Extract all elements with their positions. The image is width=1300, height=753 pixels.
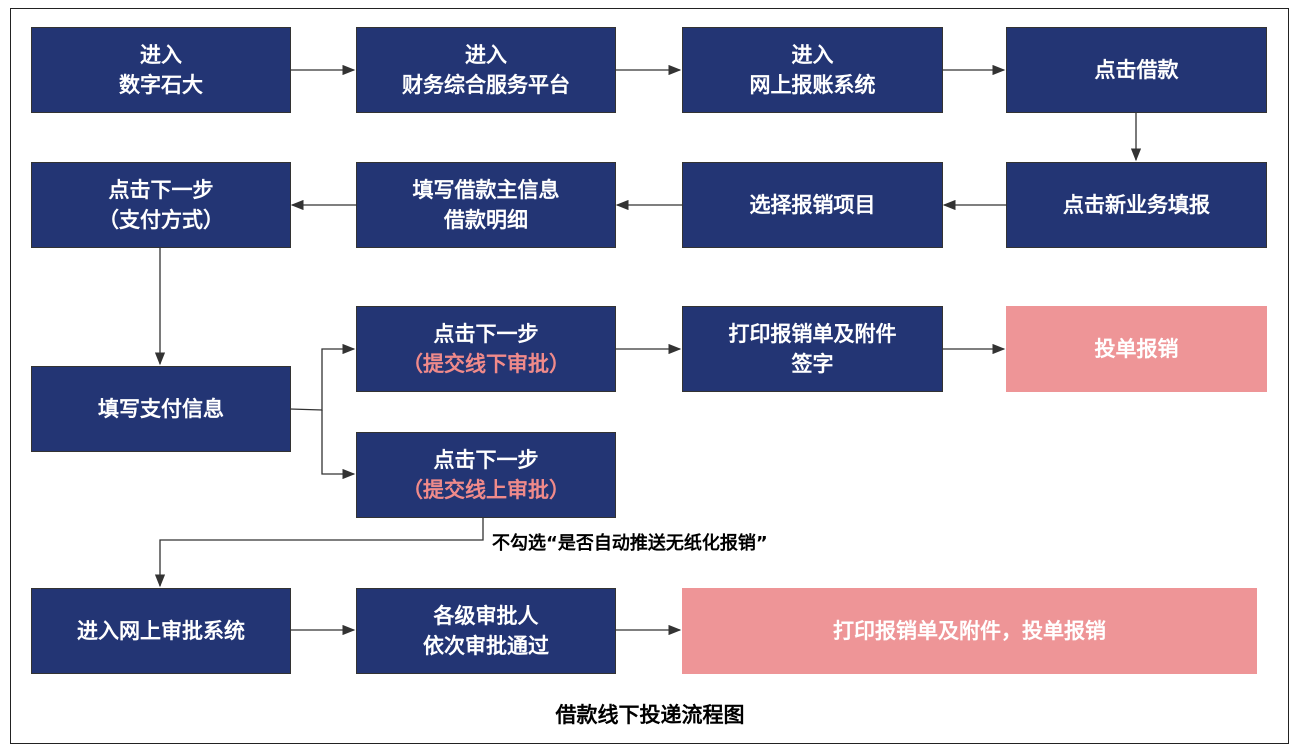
node-text: 点击下一步 — [433, 448, 539, 472]
node-text: 财务综合服务平台 — [402, 73, 570, 97]
node-text: 进入 — [791, 43, 834, 67]
node-text: （支付方式） — [98, 208, 224, 232]
node-new-business: 点击新业务填报 — [1006, 162, 1267, 248]
node-enter-finance-platform: 进入财务综合服务平台 — [356, 27, 616, 113]
node-text: 打印报销单及附件 — [728, 322, 897, 346]
node-text: 网上报账系统 — [749, 73, 876, 97]
node-text: 进入网上审批系统 — [77, 619, 245, 643]
node-text: 各级审批人 — [433, 604, 539, 628]
node-text: 签字 — [791, 352, 834, 376]
edge-label: 不勾选“是否自动推送无纸化报销” — [492, 533, 768, 554]
node-text-highlight: （提交线下审批） — [402, 352, 570, 376]
node-text: 打印报销单及附件，投单报销 — [833, 619, 1106, 643]
node-text: 投单报销 — [1094, 337, 1179, 361]
node-text: 点击下一步 — [433, 322, 539, 346]
diagram-title: 借款线下投递流程图 — [555, 703, 745, 727]
node-approvers: 各级审批人依次审批通过 — [356, 588, 616, 674]
node-print-and-submit: 打印报销单及附件，投单报销 — [682, 588, 1257, 674]
node-text: 依次审批通过 — [423, 634, 549, 658]
node-text: 选择报销项目 — [749, 193, 876, 217]
node-print-sign: 打印报销单及附件签字 — [682, 306, 943, 392]
node-text: 点击下一步 — [108, 178, 214, 202]
node-submit-online: 点击下一步 （提交线上审批） — [356, 432, 616, 518]
arrow-n9-n13 — [321, 410, 356, 480]
node-click-loan: 点击借款 — [1006, 27, 1267, 113]
node-next-payment-method: 点击下一步 （支付方式） — [31, 162, 291, 248]
node-text-highlight: （提交线上审批） — [402, 478, 570, 502]
node-select-item: 选择报销项目 — [682, 162, 943, 248]
node-submit-documents: 投单报销 — [1006, 306, 1267, 392]
node-text: 进入 — [140, 43, 182, 67]
node-enter-digital-upc: 进入数字石大 — [31, 27, 291, 113]
arrow-n9-n10 — [289, 343, 356, 411]
node-text: 填写借款主信息 — [412, 178, 560, 202]
node-text: 点击借款 — [1094, 58, 1179, 82]
node-enter-reimbursement-system: 进入网上报账系统 — [682, 27, 943, 113]
node-text: 点击新业务填报 — [1063, 193, 1210, 217]
node-fill-loan-info: 填写借款主信息借款明细 — [356, 162, 616, 248]
diagram-frame — [10, 8, 1289, 744]
node-text: 填写支付信息 — [98, 397, 224, 421]
node-submit-offline: 点击下一步 （提交线下审批） — [356, 306, 616, 392]
node-text: 数字石大 — [119, 73, 203, 97]
arrow-n13-n14 — [154, 517, 484, 588]
node-online-approval-system: 进入网上审批系统 — [31, 588, 291, 674]
node-fill-payment-info: 填写支付信息 — [31, 366, 291, 452]
node-text: 借款明细 — [444, 208, 528, 232]
node-text: 进入 — [465, 43, 507, 67]
